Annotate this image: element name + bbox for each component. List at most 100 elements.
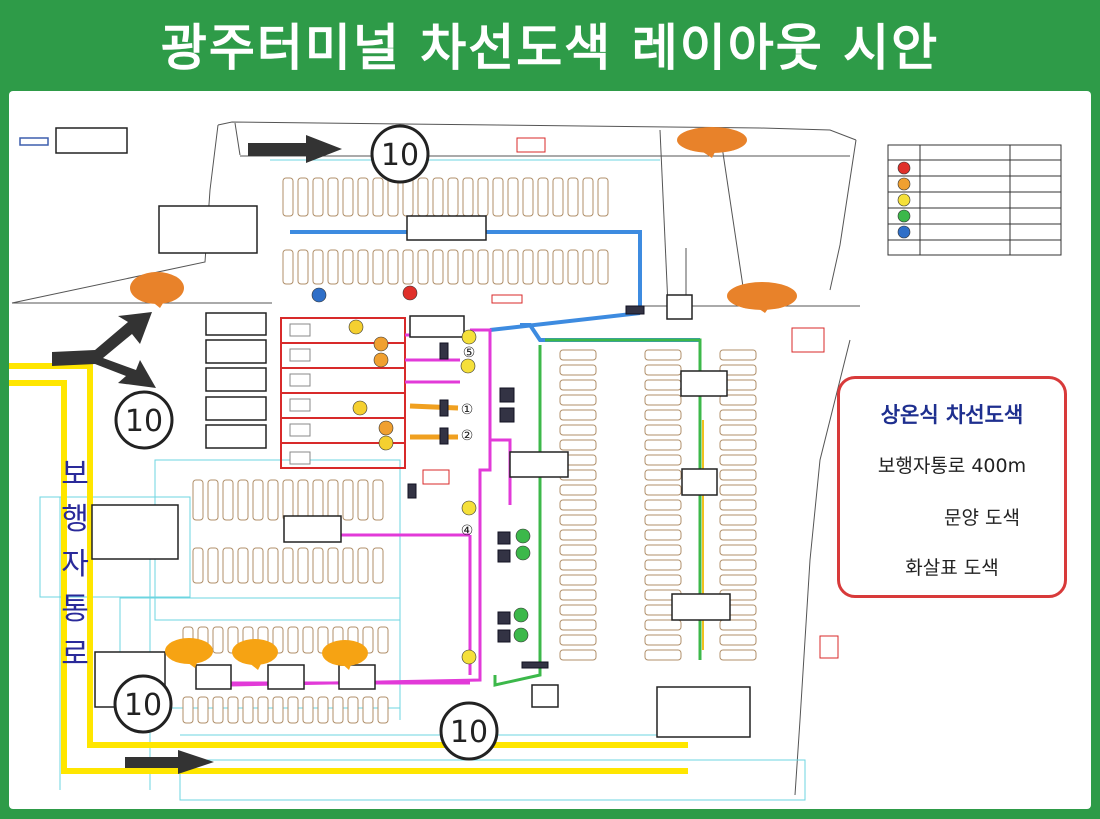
path-number-1: ①	[461, 402, 474, 418]
conveyor-green	[493, 338, 702, 687]
bus-slot	[507, 177, 519, 217]
bus-slot	[282, 479, 294, 521]
bus-slot	[644, 544, 682, 556]
orange-lanes	[409, 403, 459, 440]
bus-slot	[644, 424, 682, 436]
bus-slot	[559, 349, 597, 361]
bus-slot	[417, 177, 429, 217]
bus-slot	[252, 479, 264, 521]
route-badge-bottom-left: 10	[124, 688, 162, 723]
bus-slot	[182, 696, 194, 724]
path-number-2: ②	[461, 428, 474, 444]
bus-slot	[559, 589, 597, 601]
label-blocks	[55, 127, 751, 738]
bus-slot	[719, 499, 757, 511]
bus-slot	[332, 696, 344, 724]
red-annotations	[422, 137, 839, 659]
bus-slot	[597, 249, 609, 285]
bus-slot	[719, 544, 757, 556]
bus-slot	[377, 696, 389, 724]
page-title: 광주터미널 차선도색 레이아웃 시안	[160, 19, 940, 77]
arrow-bottom	[125, 750, 214, 774]
bus-slot	[257, 696, 269, 724]
bus-slot	[559, 439, 597, 451]
bus-slot	[719, 469, 757, 481]
path-number-4: ④	[461, 523, 474, 539]
bus-slot	[644, 514, 682, 526]
arrow-top	[248, 135, 342, 163]
bus-slot	[327, 479, 339, 521]
bus-slot	[719, 529, 757, 541]
bus-slot	[402, 249, 414, 285]
bus-slot	[372, 177, 384, 217]
bus-slot	[282, 249, 294, 285]
bus-slot	[372, 479, 384, 521]
bus-slot	[559, 364, 597, 376]
bus-slot	[644, 529, 682, 541]
bus-slot	[719, 484, 757, 496]
bus-slot	[347, 696, 359, 724]
legend-line-pedestrian: 보행자통로 400m	[877, 455, 1027, 477]
bus-slot	[417, 249, 429, 285]
bus-slot	[237, 547, 249, 584]
bus-slot	[222, 479, 234, 521]
path-number-5: ⑤	[463, 345, 476, 361]
bus-slot	[372, 249, 384, 285]
bus-slot	[559, 544, 597, 556]
bus-slot	[644, 559, 682, 571]
route-badge-bottom: 10	[450, 715, 488, 750]
bus-slot	[312, 547, 324, 584]
equipment-icons	[407, 305, 645, 669]
bus-slot	[719, 559, 757, 571]
bus-slot	[252, 547, 264, 584]
bus-slot	[477, 249, 489, 285]
bus-slot	[719, 514, 757, 526]
bus-slot	[492, 177, 504, 217]
bus-slot	[644, 454, 682, 466]
bus-slot	[537, 249, 549, 285]
bus-slot	[644, 484, 682, 496]
bus-slot	[327, 249, 339, 285]
bus-slot	[287, 696, 299, 724]
bus-slot	[207, 547, 219, 584]
arrow-split	[52, 312, 156, 388]
legend-line-pattern: 문양 도색	[944, 507, 1020, 529]
bus-slot	[357, 249, 369, 285]
bus-slot	[492, 249, 504, 285]
pedestrian-char-4: 통	[61, 592, 89, 627]
bus-slot	[644, 439, 682, 451]
bus-slot	[644, 499, 682, 511]
bus-slot	[312, 479, 324, 521]
bus-slot	[227, 696, 239, 724]
bus-slot	[267, 479, 279, 521]
bus-slot	[559, 484, 597, 496]
bus-slot	[522, 177, 534, 217]
speech-bubbles-light	[165, 638, 368, 670]
bus-slot	[552, 249, 564, 285]
bus-slot	[462, 249, 474, 285]
bus-slot	[559, 604, 597, 616]
bus-slot	[559, 409, 597, 421]
bus-slot	[357, 177, 369, 217]
bus-slot	[559, 514, 597, 526]
bus-slot	[312, 249, 324, 285]
bus-slot	[192, 547, 204, 584]
bus-rows	[182, 177, 757, 724]
bus-slot	[342, 249, 354, 285]
bus-slot	[719, 409, 757, 421]
bus-slot	[559, 394, 597, 406]
bus-slot	[719, 424, 757, 436]
bus-slot	[719, 394, 757, 406]
bus-slot	[372, 547, 384, 584]
bus-slot	[302, 696, 314, 724]
bus-slot	[287, 626, 299, 654]
bus-slot	[582, 249, 594, 285]
bus-slot	[644, 619, 682, 631]
bus-slot	[327, 547, 339, 584]
bus-slot	[297, 547, 309, 584]
bus-slot	[552, 177, 564, 217]
bus-slot	[644, 574, 682, 586]
bus-slot	[312, 177, 324, 217]
bus-slot	[719, 364, 757, 376]
bus-slot	[644, 364, 682, 376]
